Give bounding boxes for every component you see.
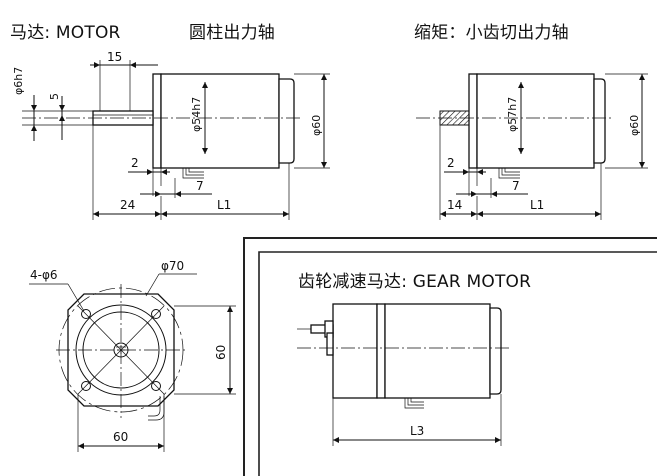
motor-key-dim: 5: [48, 93, 61, 100]
motor-flange: [152, 73, 162, 169]
front-holes-dim: 4-φ6: [30, 268, 58, 282]
reduced-length-dim: L1: [530, 198, 544, 212]
motor-shaft-len-dim: 24: [120, 198, 135, 212]
title-reduced-shaft: 缩矩：小齿切出力轴: [414, 23, 569, 43]
reduced-body-dia-dim: φ60: [628, 115, 641, 136]
mount-hole-br: [151, 381, 161, 391]
mount-hole-tr: [151, 309, 161, 319]
front-width-dim: 60: [113, 430, 128, 444]
title-gear-motor: 齿轮减速马达: GEAR MOTOR: [298, 272, 532, 292]
motor-rear-cap: [278, 78, 295, 164]
front-view: 4-φ6 φ70 60 60: [29, 259, 236, 452]
mount-hole-tl: [81, 309, 91, 319]
reduced-rear-cap: [593, 78, 606, 164]
front-height-dim: 60: [214, 345, 228, 360]
title-round-shaft: 圆柱出力轴: [189, 23, 275, 43]
motor-side-view: φ54h7 φ60 φ6h7 5 15: [12, 50, 330, 220]
reduced-shaft-side-view: φ57h7 φ60 2 7 14 L1: [416, 73, 648, 220]
reduced-lead-dim: 7: [512, 179, 520, 193]
front-pcd-dim: φ70: [161, 259, 184, 273]
gearbox-head: [332, 303, 378, 399]
reduced-flange: [468, 73, 478, 169]
motor-shaft-dia-dim: φ6h7: [12, 67, 25, 95]
gearbox-joint: [376, 303, 386, 399]
gear-length-dim: L3: [410, 424, 424, 438]
gear-motor-box: L3: [243, 237, 657, 476]
title-motor: 马达: MOTOR: [10, 23, 121, 43]
reduced-shaft-len-dim: 14: [447, 198, 462, 212]
motor-lead-dim: 7: [196, 179, 204, 193]
reduced-body: [476, 73, 595, 169]
motor-body-dia-dim: φ60: [310, 115, 323, 136]
reduced-pilot-dim: φ57h7: [506, 97, 519, 132]
gear-motor-body: [384, 303, 491, 399]
motor-length-dim: L1: [217, 198, 231, 212]
gear-motor-rear-cap: [489, 307, 502, 395]
motor-key-len-dim: 15: [107, 50, 122, 64]
mount-hole-bl: [81, 381, 91, 391]
motor-flange-dim: 2: [131, 156, 139, 170]
reduced-flange-dim: 2: [447, 156, 455, 170]
motor-body: [160, 73, 280, 169]
motor-pilot-dim: φ54h7: [190, 97, 203, 132]
